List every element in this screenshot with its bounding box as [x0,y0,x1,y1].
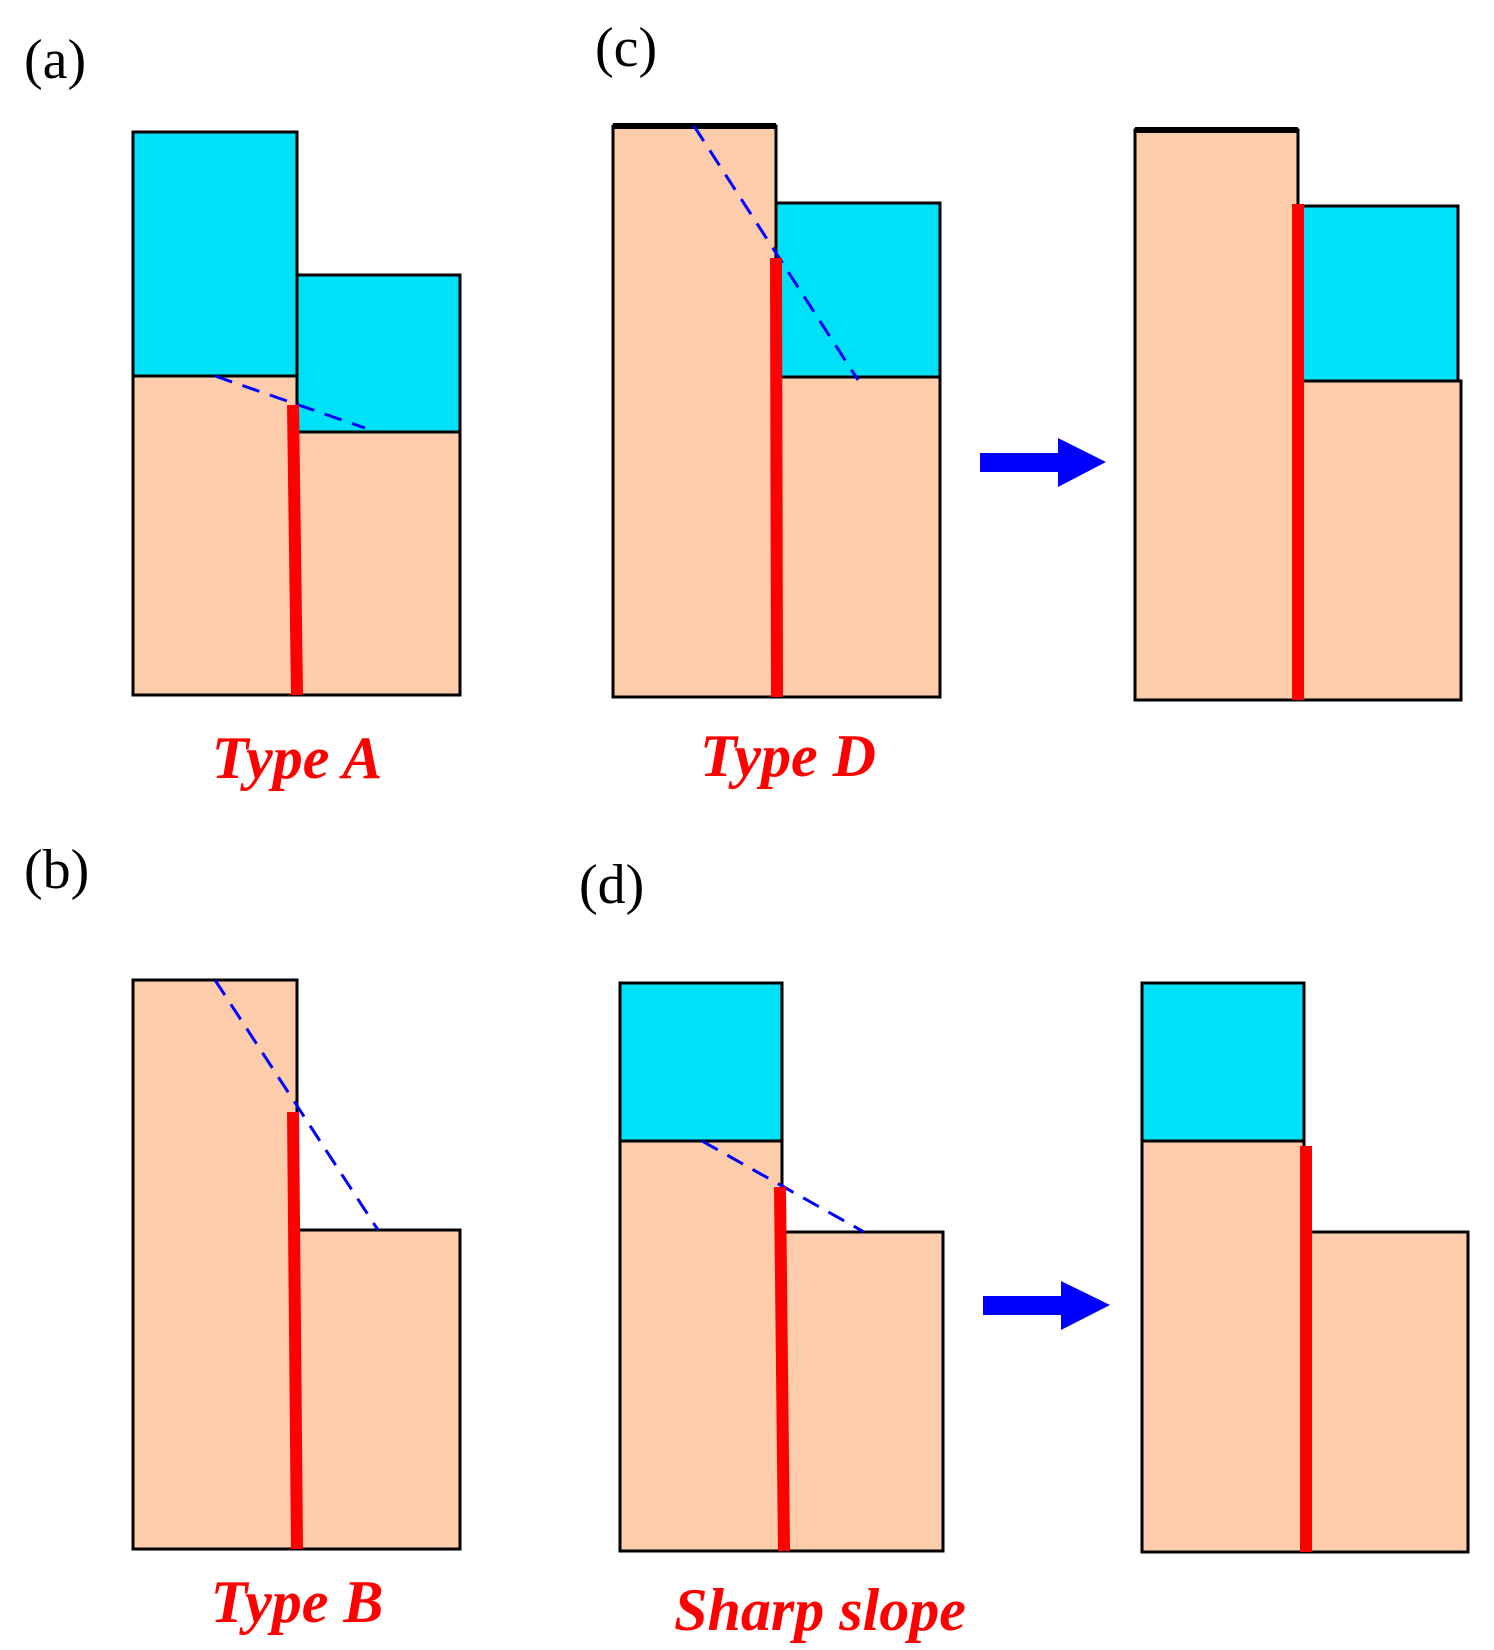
water-block-left [618,981,784,1143]
crack-line [287,1111,303,1550]
panel-b: (b) Type B [24,839,462,1635]
water-block-right-after [1296,204,1460,383]
soil-block-left [618,1139,784,1553]
soil-block-left [131,374,299,697]
panel-c-label: (c) [595,17,657,79]
dashed-water-line [214,374,366,430]
panel-b-label: (b) [24,839,89,901]
water-block-left-after [1140,981,1306,1143]
soil-block-left [611,124,778,699]
panel-a-label: (a) [24,29,86,91]
soil-block-right-after [1296,379,1463,702]
panel-c-caption: Type D [700,723,876,789]
soil-block-left-after [1133,128,1300,702]
right-arrow-icon [980,438,1106,487]
water-block-right [295,273,462,434]
panel-d-caption: Sharp slope [674,1577,966,1643]
soil-block-right-after [1302,1230,1470,1554]
dashed-water-line [701,1139,865,1234]
water-block-left [131,130,299,378]
soil-block-right [295,430,462,697]
water-block-right [774,201,942,379]
panel-b-caption: Type B [211,1569,384,1635]
soil-block-left [131,978,299,1551]
panel-d: (d) Sharp slope [579,854,1470,1643]
panel-a: (a) Type A [24,29,462,791]
soil-block-right [295,1228,462,1551]
crack-line [770,257,783,698]
right-arrow-icon [983,1281,1110,1330]
panel-d-label: (d) [579,854,644,916]
panel-a-caption: Type A [212,725,382,791]
dashed-water-line [213,979,380,1231]
crack-line [287,404,303,696]
crack-line [774,1186,790,1552]
dashed-water-line [692,125,860,381]
soil-block-right [774,375,942,699]
soil-block-right [780,1230,945,1553]
panel-c: (c) Type D [595,17,1463,789]
soil-block-left-after [1140,1139,1306,1554]
